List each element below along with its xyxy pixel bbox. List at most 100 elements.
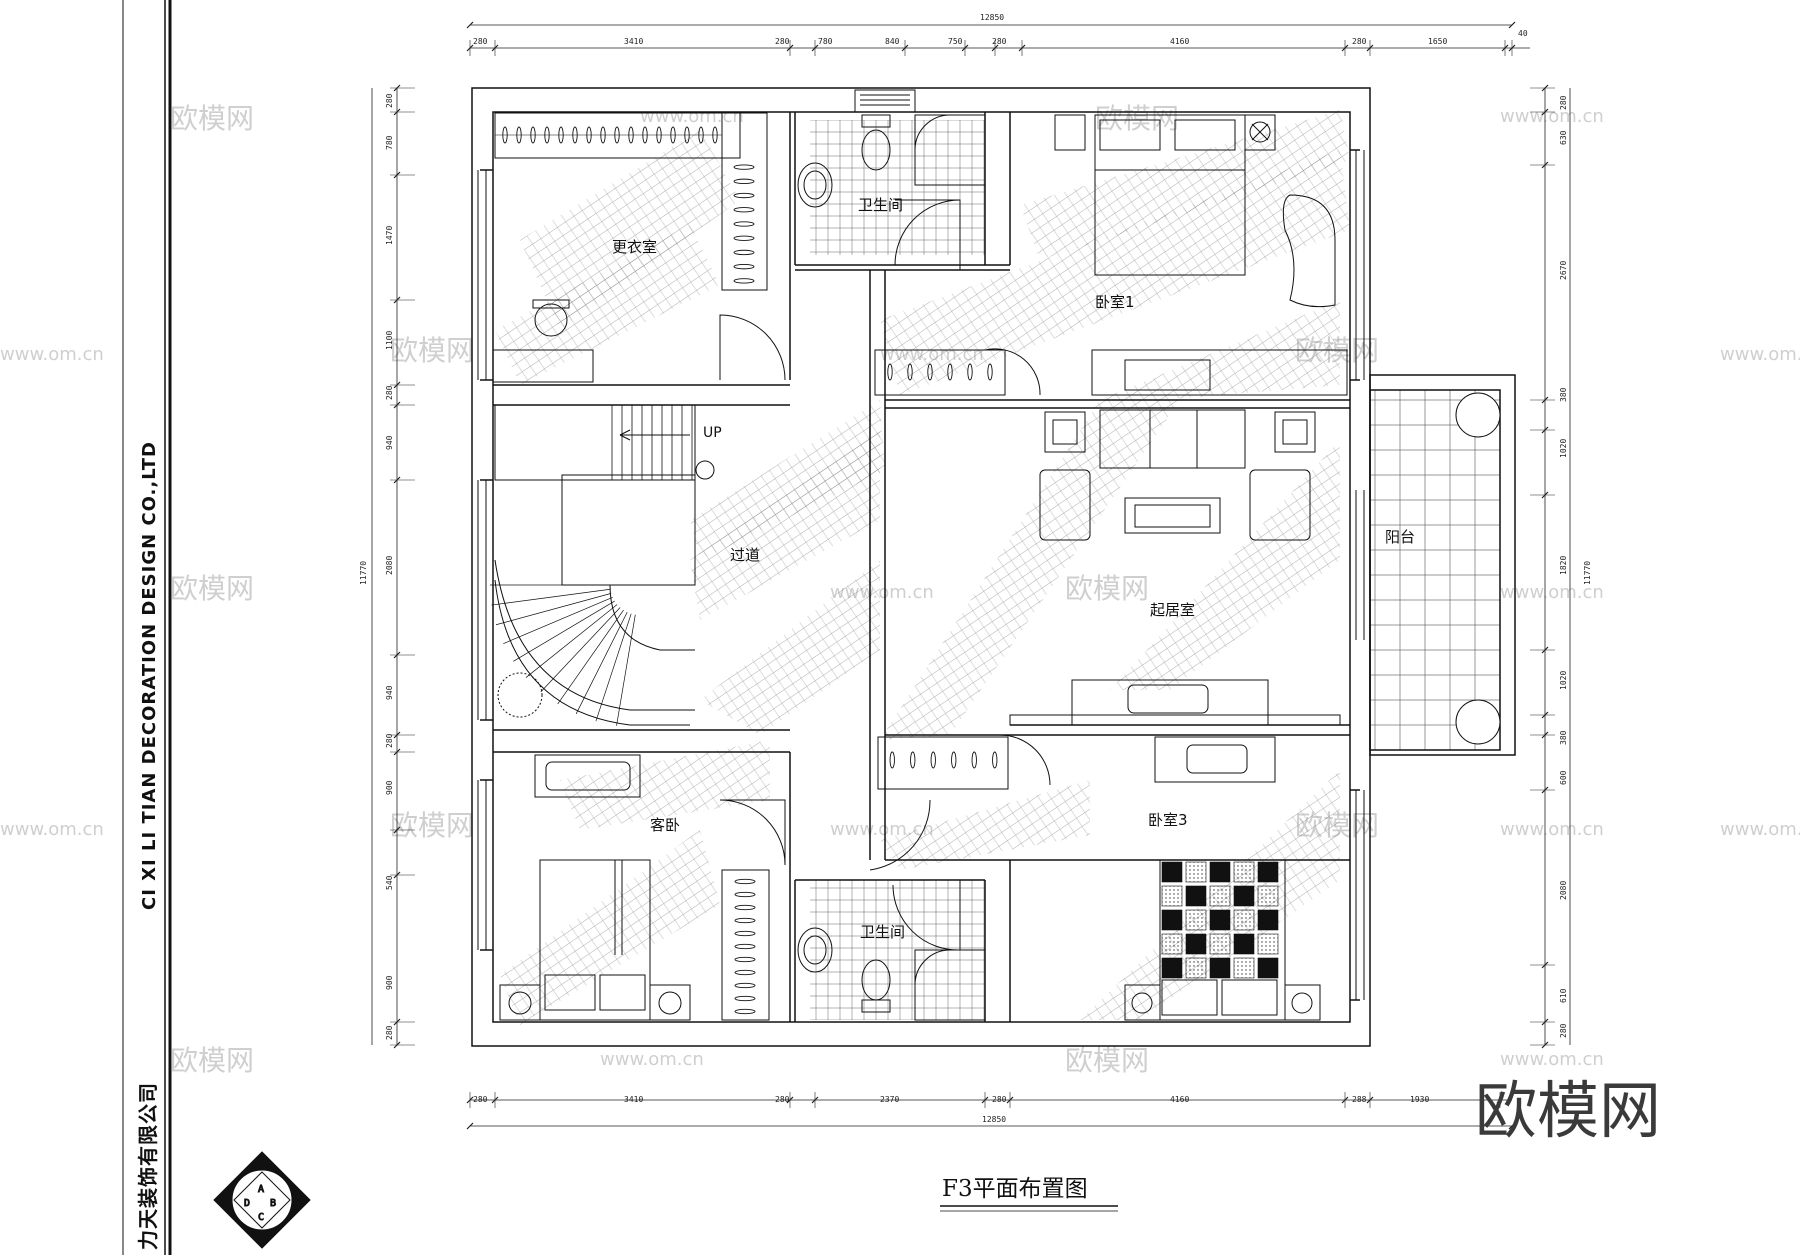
doors	[719, 89, 1051, 951]
svg-text:1820: 1820	[1559, 556, 1568, 575]
room-label-balcony: 阳台	[1385, 528, 1415, 546]
svg-text:280: 280	[775, 1095, 790, 1104]
watermark-text: 欧模网	[390, 809, 474, 842]
svg-text:1100: 1100	[385, 331, 394, 350]
svg-text:2370: 2370	[880, 1095, 899, 1104]
brand-watermark: 欧模网	[1475, 1074, 1661, 1147]
watermark-url: www.om.cn	[1500, 1049, 1604, 1070]
watermark-url: www.om.cn	[1720, 344, 1800, 365]
svg-text:780: 780	[818, 37, 833, 46]
watermark-url: www.om.cn	[600, 1049, 704, 1070]
watermark-url: www.om.cn	[0, 819, 104, 840]
windows	[477, 150, 1365, 1000]
sheet-frame	[122, 0, 172, 1255]
svg-text:2080: 2080	[385, 556, 394, 575]
bath-bottom-fixtures	[797, 927, 986, 1021]
dim-top-labels: 280 3410 280 780 840 750 280 4160 280 16…	[473, 29, 1528, 46]
compass-icon: A B C D	[213, 1151, 311, 1249]
svg-text:280: 280	[385, 93, 394, 108]
compass-a: A	[258, 1184, 264, 1195]
dim-bottom-labels: 280 3410 280 2370 280 4160 288 1930	[473, 1095, 1429, 1104]
svg-text:280: 280	[385, 1025, 394, 1040]
svg-text:1020: 1020	[1559, 439, 1568, 458]
dim-right-labels: 280 630 2670 380 1020 1820 1020 380 600 …	[1559, 95, 1568, 1038]
svg-text:280: 280	[473, 37, 488, 46]
bedroom1-furniture	[874, 114, 1348, 396]
room-label-bedroom1: 卧室1	[1095, 293, 1135, 311]
svg-text:280: 280	[385, 385, 394, 400]
svg-text:288: 288	[1352, 1095, 1367, 1104]
svg-text:750: 750	[948, 37, 963, 46]
watermark-text: 欧模网	[1095, 102, 1179, 135]
watermark-text: 欧模网	[170, 1044, 254, 1077]
watermark-text: 欧模网	[1065, 572, 1149, 605]
dim-total-right: 11770	[1583, 561, 1592, 585]
svg-text:900: 900	[385, 975, 394, 990]
guest-furniture	[499, 754, 770, 1021]
room-label-corridor: 过道	[730, 546, 760, 564]
svg-text:1020: 1020	[1559, 671, 1568, 690]
dim-total-top: 12850	[980, 13, 1004, 22]
dim-total-left: 11770	[359, 561, 368, 585]
svg-text:40: 40	[1518, 29, 1528, 38]
svg-text:4160: 4160	[1170, 37, 1189, 46]
watermark-text: 欧模网	[170, 102, 254, 135]
svg-text:380: 380	[1559, 730, 1568, 745]
bath-top-fixtures	[797, 114, 986, 208]
compass-b: B	[270, 1198, 276, 1209]
svg-text:2080: 2080	[1559, 881, 1568, 900]
svg-text:4160: 4160	[1170, 1095, 1189, 1104]
svg-text:780: 780	[385, 135, 394, 150]
svg-text:280: 280	[775, 37, 790, 46]
watermark-text: 欧模网	[390, 334, 474, 367]
watermark-url: www.om.cn	[1500, 819, 1604, 840]
living-furniture	[1009, 409, 1341, 726]
watermark-url: www.om.cn	[1500, 106, 1604, 127]
svg-text:1470: 1470	[385, 226, 394, 245]
staircase	[490, 404, 715, 726]
svg-text:940: 940	[385, 435, 394, 450]
dimension-lines	[371, 24, 1571, 1127]
room-label-bath-bottom: 卫生间	[860, 923, 905, 941]
svg-text:280: 280	[473, 1095, 488, 1104]
svg-text:600: 600	[1559, 770, 1568, 785]
svg-text:1930: 1930	[1410, 1095, 1429, 1104]
svg-text:280: 280	[1559, 1023, 1568, 1038]
svg-text:380: 380	[1559, 387, 1568, 402]
company-name-cn: 力天装饰有限公司	[136, 1082, 160, 1250]
balcony-planters	[1455, 392, 1501, 745]
svg-text:280: 280	[1352, 37, 1367, 46]
svg-text:280: 280	[385, 733, 394, 748]
svg-text:540: 540	[385, 875, 394, 890]
svg-text:610: 610	[1559, 988, 1568, 1003]
bedroom3-furniture	[877, 736, 1321, 1021]
floor-patterns	[495, 110, 1500, 1025]
svg-text:2670: 2670	[1559, 261, 1568, 280]
room-label-guest: 客卧	[650, 816, 680, 834]
svg-text:280: 280	[992, 37, 1007, 46]
watermark-text: 欧模网	[1065, 1044, 1149, 1077]
watermark-url: www.om.cn	[1500, 582, 1604, 603]
dressing-wardrobe	[492, 112, 768, 383]
svg-text:940: 940	[385, 685, 394, 700]
watermark-url: www.om.cn	[1720, 819, 1800, 840]
svg-text:900: 900	[385, 780, 394, 795]
drawing-title: F3平面布置图	[942, 1176, 1088, 1202]
watermark-text: 欧模网	[170, 572, 254, 605]
room-label-bedroom3: 卧室3	[1148, 811, 1188, 829]
compass-d: D	[244, 1198, 250, 1209]
svg-text:3410: 3410	[624, 1095, 643, 1104]
company-name-en: CI XI LI TIAN DECORATION DESIGN CO.,LTD	[139, 441, 160, 910]
dim-total-bottom: 12850	[982, 1115, 1006, 1124]
watermark-url: www.om.cn	[0, 344, 104, 365]
dim-left-labels: 280 780 1470 1100 280 940 2080 940 280 9…	[385, 93, 394, 1040]
svg-text:3410: 3410	[624, 37, 643, 46]
walls	[471, 87, 1516, 1047]
compass-c: C	[258, 1212, 264, 1223]
room-label-bath-top: 卫生间	[858, 196, 903, 214]
room-label-living: 起居室	[1150, 601, 1195, 619]
room-label-stairs-up: UP	[703, 425, 722, 441]
svg-text:1650: 1650	[1428, 37, 1447, 46]
svg-text:630: 630	[1559, 130, 1568, 145]
